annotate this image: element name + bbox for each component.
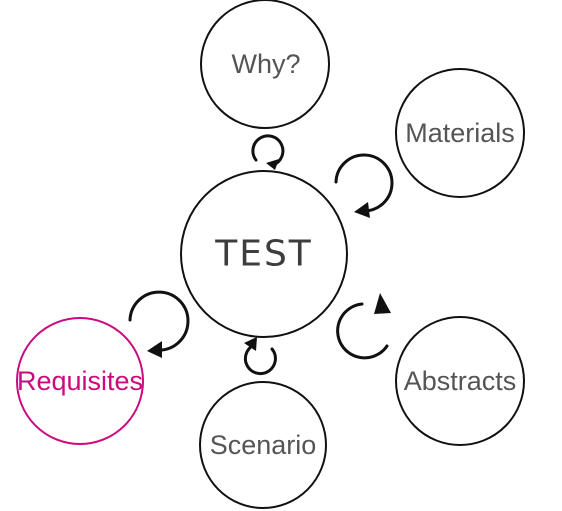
node-abstracts: Abstracts xyxy=(395,316,525,446)
center-circle xyxy=(180,170,348,338)
node-scenario: Scenario xyxy=(199,381,327,509)
node-why: Why? xyxy=(200,0,330,129)
requisites-circle xyxy=(16,317,144,445)
abstracts-circle xyxy=(395,316,525,446)
why-label: Why? xyxy=(231,49,300,79)
cycle-arrow-materials xyxy=(334,153,394,218)
node-materials: Materials xyxy=(395,68,525,198)
abstracts-label: Abstracts xyxy=(404,366,517,396)
cycle-arrow-abstracts xyxy=(336,293,391,360)
cycle-arrow-requisites xyxy=(128,290,190,358)
materials-label: Materials xyxy=(405,118,515,148)
requisites-label: Requisites xyxy=(17,366,143,396)
center-label: TEST xyxy=(214,234,313,275)
cycle-arrow-why xyxy=(251,134,285,170)
node-requisites: Requisites xyxy=(16,317,144,445)
cycle-arrow-scenario xyxy=(244,337,277,376)
center-node: TEST xyxy=(180,170,348,338)
why-circle xyxy=(200,0,330,129)
scenario-label: Scenario xyxy=(210,430,317,460)
scenario-circle xyxy=(199,381,327,509)
materials-circle xyxy=(395,68,525,198)
